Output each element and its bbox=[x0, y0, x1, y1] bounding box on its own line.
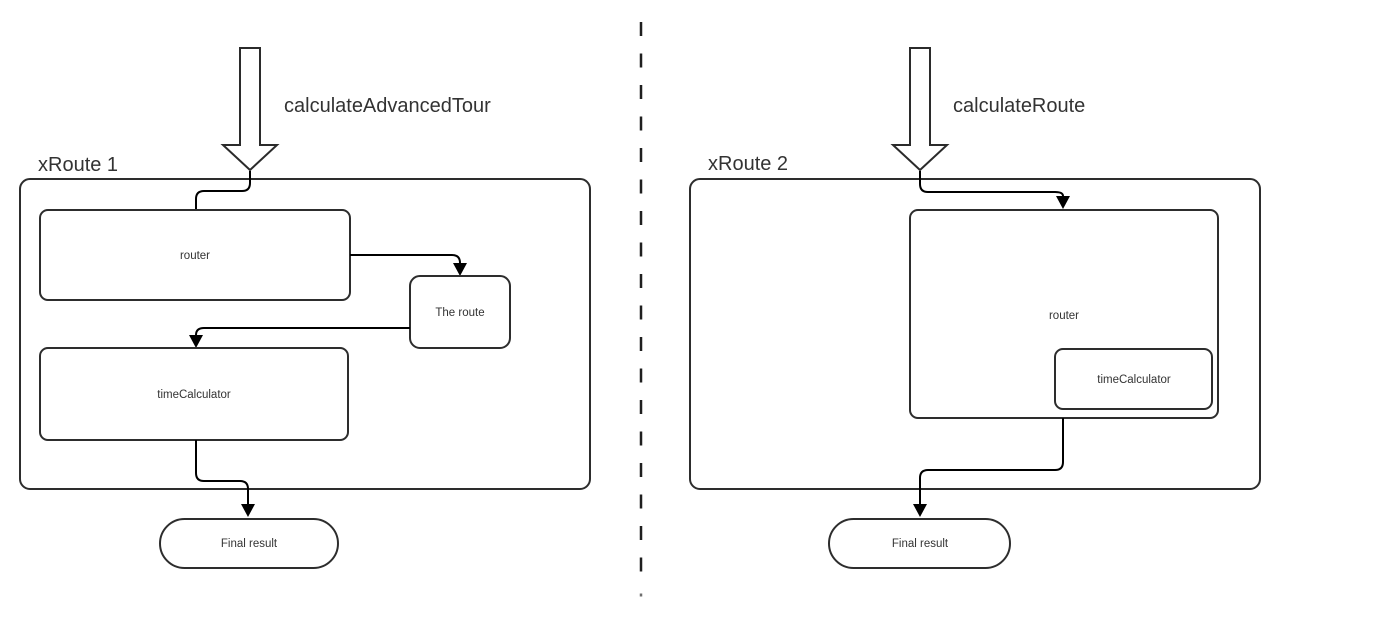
final-result-node-label: Final result bbox=[221, 538, 278, 550]
router-node-label: router bbox=[180, 250, 210, 262]
final-result-node-label: Final result bbox=[892, 538, 949, 550]
entry-arrow-label: calculateRoute bbox=[953, 95, 1085, 117]
arrowhead-icon bbox=[453, 263, 467, 276]
panel-xroute2: calculateRoute xRoute 2 router timeCalcu… bbox=[689, 47, 1261, 569]
panel-title: xRoute 1 bbox=[38, 154, 118, 176]
timecalculator-node-label: timeCalculator bbox=[1097, 374, 1171, 386]
arrowhead-icon bbox=[241, 504, 255, 517]
timecalculator-node bbox=[39, 347, 349, 441]
timecalculator-node bbox=[1054, 348, 1213, 410]
the-route-node bbox=[409, 275, 511, 349]
entry-arrow-label: calculateAdvancedTour bbox=[284, 95, 491, 117]
connector-router-to-final bbox=[919, 418, 1064, 504]
arrowhead-icon bbox=[189, 335, 203, 348]
final-result-node bbox=[159, 518, 339, 569]
final-result-node bbox=[828, 518, 1011, 569]
entry-arrow-icon bbox=[890, 47, 950, 172]
connector-route-to-timecalculator bbox=[195, 327, 410, 336]
arrowhead-icon bbox=[1056, 196, 1070, 209]
connector-entry-to-router bbox=[919, 171, 1064, 197]
panel-xroute1: calculateAdvancedTour xRoute 1 router Th… bbox=[19, 47, 591, 569]
timecalculator-node-label: timeCalculator bbox=[157, 389, 231, 401]
the-route-node-label: The route bbox=[435, 307, 484, 319]
connector-router-to-route bbox=[350, 254, 461, 264]
connector-entry-to-router bbox=[195, 171, 251, 210]
router-node-label: router bbox=[1049, 310, 1079, 322]
connector-timecalculator-to-final bbox=[195, 440, 249, 504]
entry-arrow-icon bbox=[220, 47, 280, 172]
panel-title: xRoute 2 bbox=[708, 153, 788, 175]
arrowhead-icon bbox=[913, 504, 927, 517]
